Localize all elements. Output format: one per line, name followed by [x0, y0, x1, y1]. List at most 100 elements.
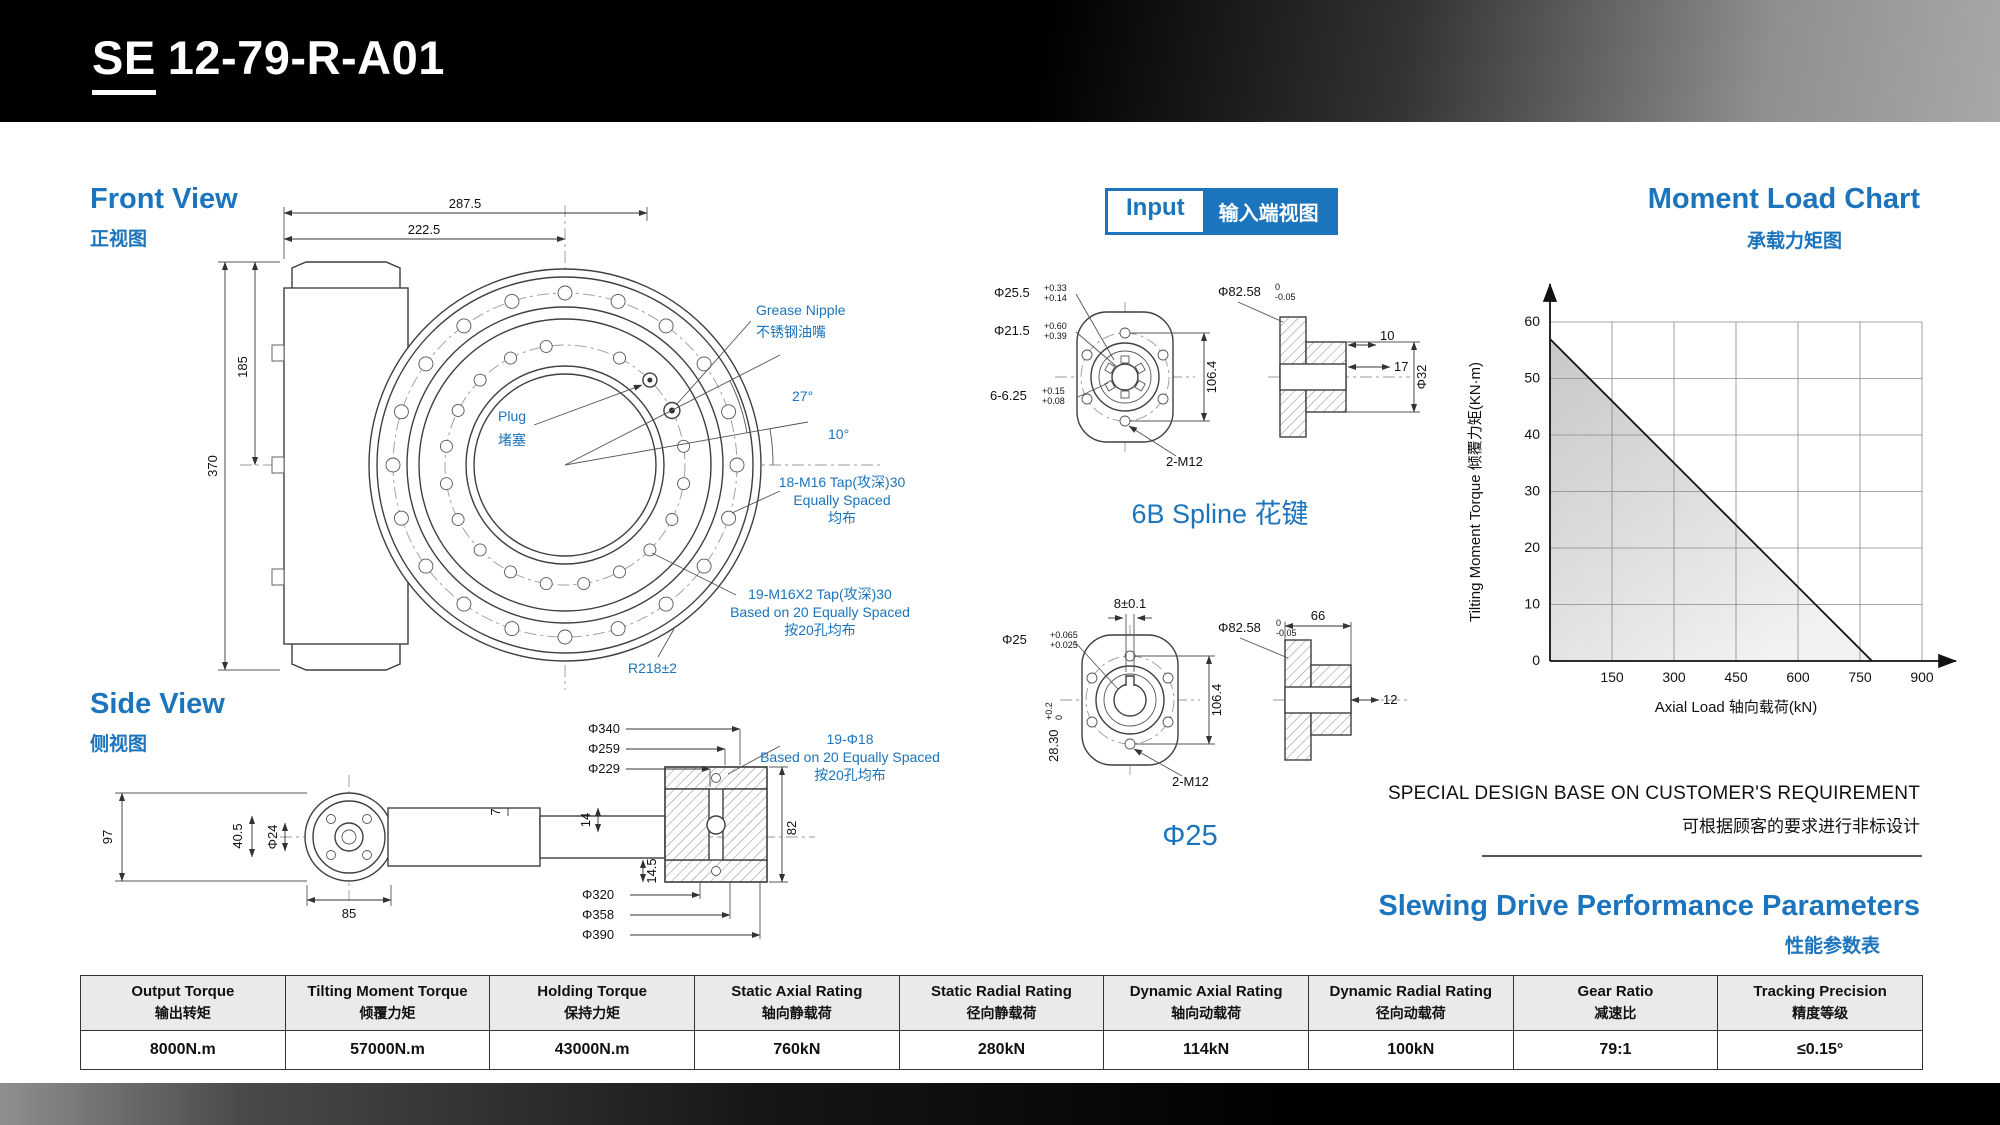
sv-dim-40-5: 40.5 — [230, 823, 245, 848]
rnd-dim-keyd-tol-l: 0 — [1054, 715, 1064, 720]
spl-flange-face — [1076, 311, 1174, 443]
spl-dim-d21-5-tol-l: +0.39 — [1044, 331, 1067, 341]
col-en: Static Radial Rating — [931, 983, 1072, 1000]
chart-xtick-600: 600 — [1786, 669, 1810, 685]
chart-xtick-300: 300 — [1662, 669, 1686, 685]
spl-dim-d25-5-tol-l: +0.14 — [1044, 293, 1067, 303]
value-gear-ratio: 79:1 — [1512, 1030, 1719, 1070]
fv-angle-lines — [564, 354, 809, 466]
rnd-flange-face — [1081, 634, 1179, 766]
footer-bar — [0, 1083, 2000, 1125]
rnd-dim-d82: Φ82.58 — [1218, 620, 1261, 635]
col-cn: 倾覆力矩 — [359, 1005, 416, 1021]
value-dynamic-radial-rating: 100kN — [1307, 1030, 1514, 1070]
sv-gear-housing — [387, 807, 666, 867]
spl-dim-17: 17 — [1394, 359, 1408, 374]
chart-xlabel: Axial Load 轴向载荷(kN) — [1655, 699, 1818, 716]
fv-plug-label-en: Plug — [498, 408, 526, 424]
spl-dim-d82-tol-u: 0 — [1275, 282, 1280, 292]
sv-dim-d320: Φ320 — [582, 887, 614, 902]
front-view-title: Front View — [90, 183, 238, 215]
fv-tap-outer-l2: Equally Spaced — [793, 492, 890, 508]
value-tilting-moment-torque: 57000N.m — [284, 1030, 491, 1070]
spl-dim-106: 106.4 — [1204, 361, 1219, 394]
chart-ytick-40: 40 — [1524, 426, 1540, 442]
sv-dim-85: 85 — [342, 906, 356, 921]
col-en: Output Torque — [131, 983, 235, 1000]
rnd-dim-d82-tol-l: -0.05 — [1276, 628, 1297, 638]
spl-dim-d25-5: Φ25.5 — [994, 285, 1030, 300]
rnd-dim-d25: Φ25 — [1002, 632, 1027, 647]
sv-dim-14-5: 14.5 — [644, 858, 659, 883]
performance-value-row: 8000N.m 57000N.m 43000N.m 760kN 280kN 11… — [80, 1030, 1923, 1070]
fv-tap-outer-l1: 18-M16 Tap(攻深)30 — [779, 474, 906, 490]
fv-tap-outer-l3: 均布 — [828, 510, 856, 526]
col-cn: 精度等级 — [1792, 1005, 1849, 1021]
spl-dim-d21-5: Φ21.5 — [994, 323, 1030, 338]
chart-ytick-0: 0 — [1532, 652, 1540, 668]
fv-outer-bolt-holes — [385, 285, 745, 645]
rnd-section — [1284, 639, 1352, 761]
fv-grease-nipple-label-en: Grease Nipple — [756, 302, 846, 318]
col-en: Gear Ratio — [1577, 983, 1654, 1000]
chart-xtick-450: 450 — [1724, 669, 1748, 685]
spl-section — [1279, 316, 1347, 438]
performance-title: Slewing Drive Performance Parameters — [1378, 890, 1920, 922]
sv-dim-d390: Φ390 — [582, 927, 614, 942]
fv-plug-hole — [533, 372, 658, 426]
sv-dim-82: 82 — [784, 821, 799, 835]
spl-leaders-dims — [1075, 293, 1420, 457]
chart-subtitle: 承载力矩图 — [1746, 231, 1842, 252]
chart-ylabel: Tilting Moment Torque 倾覆力矩(KN·m) — [1467, 362, 1484, 622]
rnd-dim-106: 106.4 — [1209, 684, 1224, 717]
col-output-torque: Output Torque 输出转矩 — [80, 975, 286, 1031]
rnd-dim-12: 12 — [1383, 692, 1397, 707]
sv-holes-l1: 19-Φ18 — [827, 731, 874, 747]
fv-dim-370: 370 — [205, 455, 220, 477]
front-view-drawing: 287.5 222.5 185 370 Grease Nipple 不锈钢油嘴 … — [205, 196, 910, 690]
value-static-radial-rating: 280kN — [898, 1030, 1105, 1070]
fv-grease-nipple-label-cn: 不锈钢油嘴 — [756, 324, 826, 340]
col-cn: 输出转矩 — [154, 1005, 211, 1021]
rnd-dim-keyd-tol-u: +0.2 — [1044, 702, 1054, 720]
performance-table: Output Torque 输出转矩 Tilting Moment Torque 倾… — [80, 975, 1923, 1070]
spl-dim-10: 10 — [1380, 328, 1394, 343]
chart-ytick-50: 50 — [1524, 370, 1540, 386]
col-cn: 径向动载荷 — [1375, 1005, 1446, 1021]
sv-dim-97: 97 — [100, 830, 115, 844]
fv-dim-222: 222.5 — [408, 222, 441, 237]
side-view-title: Side View — [90, 688, 225, 720]
rnd-leaders-dims — [1073, 614, 1380, 777]
model-prefix: SE — [92, 30, 156, 95]
col-en: Tilting Moment Torque — [307, 983, 468, 1000]
chart-ytick-20: 20 — [1524, 539, 1540, 555]
fv-angle-10-label: 10° — [828, 426, 849, 442]
fv-dim-287: 287.5 — [449, 196, 482, 211]
col-cn: 减速比 — [1594, 1005, 1637, 1021]
fv-dimensions — [218, 207, 781, 671]
col-en: Dynamic Axial Rating — [1129, 983, 1283, 1000]
sv-input-flange — [304, 792, 394, 882]
value-dynamic-axial-rating: 114kN — [1103, 1030, 1309, 1070]
fv-dim-185: 185 — [235, 356, 250, 378]
fv-tap-inner-l2: Based on 20 Equally Spaced — [730, 604, 910, 620]
sv-dim-d340: Φ340 — [588, 721, 620, 736]
special-design-note-cn: 可根据顾客的要求进行非标设计 — [1682, 817, 1920, 836]
sv-dimensions — [115, 725, 788, 939]
rnd-dim-66: 66 — [1311, 608, 1325, 623]
spline-label: 6B Spline 花键 — [1131, 499, 1309, 529]
spl-dim-6-25: 6-6.25 — [990, 388, 1027, 403]
fv-angle-27-label: 27° — [792, 388, 813, 404]
front-view-subtitle: 正视图 — [90, 229, 148, 250]
sv-holes-l3: 按20孔均布 — [814, 767, 886, 783]
special-design-note-en: SPECIAL DESIGN BASE ON CUSTOMER'S REQUIR… — [1387, 783, 1920, 804]
col-cn: 轴向静载荷 — [761, 1005, 832, 1021]
sv-holes-l2: Based on 20 Equally Spaced — [760, 749, 940, 765]
model-suffix: 12-79-R-A01 — [167, 31, 445, 84]
rnd-dim-d82-tol-u: 0 — [1276, 618, 1281, 628]
